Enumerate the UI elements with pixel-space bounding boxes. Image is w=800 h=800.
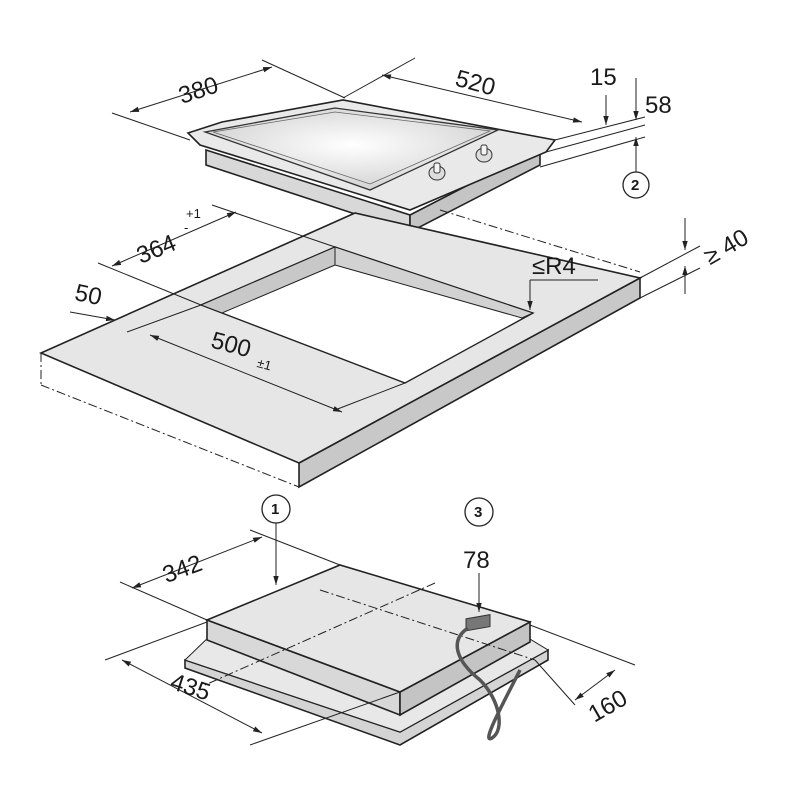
control-knob-left xyxy=(428,162,446,181)
underside-unit xyxy=(184,564,549,746)
control-knob-right xyxy=(475,144,493,163)
worktop-thickness-label: ≥ 40 xyxy=(700,224,754,271)
power-cable xyxy=(455,626,522,741)
connection-offset-label: 160 xyxy=(584,685,632,728)
center-line-depth xyxy=(319,589,536,661)
cutout-width-tolerance: +1 xyxy=(186,206,201,221)
hob-depth-label: 520 xyxy=(452,65,498,101)
callout-3-label: 3 xyxy=(474,504,482,521)
unit-top xyxy=(204,564,533,693)
hob-unit xyxy=(186,99,557,234)
callout-2 xyxy=(622,171,650,199)
callout-2-label: 2 xyxy=(631,177,639,194)
callout-3 xyxy=(464,497,494,527)
cutout-depth-tolerance: ±1 xyxy=(255,355,273,373)
worktop xyxy=(38,209,643,489)
hob-width-label: 380 xyxy=(175,72,221,110)
front-margin-label: 50 xyxy=(72,279,104,311)
cutout-width-label: 364 xyxy=(133,230,180,270)
hob-glass xyxy=(202,107,501,191)
corner-radius-label: ≤R4 xyxy=(532,253,576,280)
total-height-label: 58 xyxy=(645,92,672,119)
underside-width-label: 342 xyxy=(159,550,206,589)
connection-box xyxy=(465,614,491,632)
connection-height-label: 78 xyxy=(463,547,490,574)
frame-height-label: 15 xyxy=(590,64,617,91)
cutout-width-tolerance-low: - xyxy=(184,220,188,235)
callout-1-label: 1 xyxy=(271,501,279,518)
